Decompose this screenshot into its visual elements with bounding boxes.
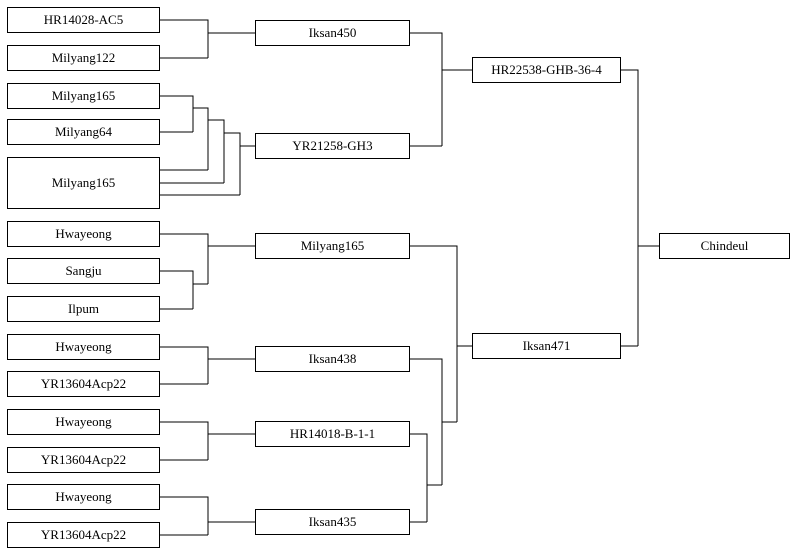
parent-yr13604acp22-c: YR13604Acp22 [7, 522, 160, 548]
cross-iksan450: Iksan450 [255, 20, 410, 46]
connector-iksan438 [160, 346, 255, 385]
parent-milyang64: Milyang64 [7, 119, 160, 145]
connector-hr22538 [410, 32, 472, 147]
cross-hr22538-ghb-36-4: HR22538-GHB-36-4 [472, 57, 621, 83]
connector-iksan435 [160, 496, 255, 536]
parent-ilpum: Ilpum [7, 296, 160, 322]
parent-hr14028-ac5: HR14028-AC5 [7, 7, 160, 33]
connector-hr14018-iksan435 [410, 433, 428, 523]
parent-hwayeong-c: Hwayeong [7, 409, 160, 435]
cross-iksan438: Iksan438 [255, 346, 410, 372]
connector-iksan471 [410, 245, 472, 423]
parent-yr13604acp22-b: YR13604Acp22 [7, 447, 160, 473]
connector-milyang165 [160, 233, 255, 310]
variety-chindeul: Chindeul [659, 233, 790, 259]
parent-yr13604acp22-a: YR13604Acp22 [7, 371, 160, 397]
parent-sangju: Sangju [7, 258, 160, 284]
parent-hwayeong-a: Hwayeong [7, 221, 160, 247]
parent-hwayeong-d: Hwayeong [7, 484, 160, 510]
connector-iksan438-group [410, 358, 443, 486]
parent-hwayeong-b: Hwayeong [7, 334, 160, 360]
parent-milyang122: Milyang122 [7, 45, 160, 71]
cross-yr21258-gh3: YR21258-GH3 [255, 133, 410, 159]
parent-milyang165-a: Milyang165 [7, 83, 160, 109]
parent-milyang165-b: Milyang165 [7, 157, 160, 209]
cross-hr14018-b-1-1: HR14018-B-1-1 [255, 421, 410, 447]
connector-iksan450 [160, 19, 255, 59]
cross-iksan435: Iksan435 [255, 509, 410, 535]
cross-milyang165: Milyang165 [255, 233, 410, 259]
connector-hr14018 [160, 421, 255, 461]
cross-iksan471: Iksan471 [472, 333, 621, 359]
connector-chindeul [621, 69, 659, 347]
connector-yr21258 [160, 95, 255, 196]
